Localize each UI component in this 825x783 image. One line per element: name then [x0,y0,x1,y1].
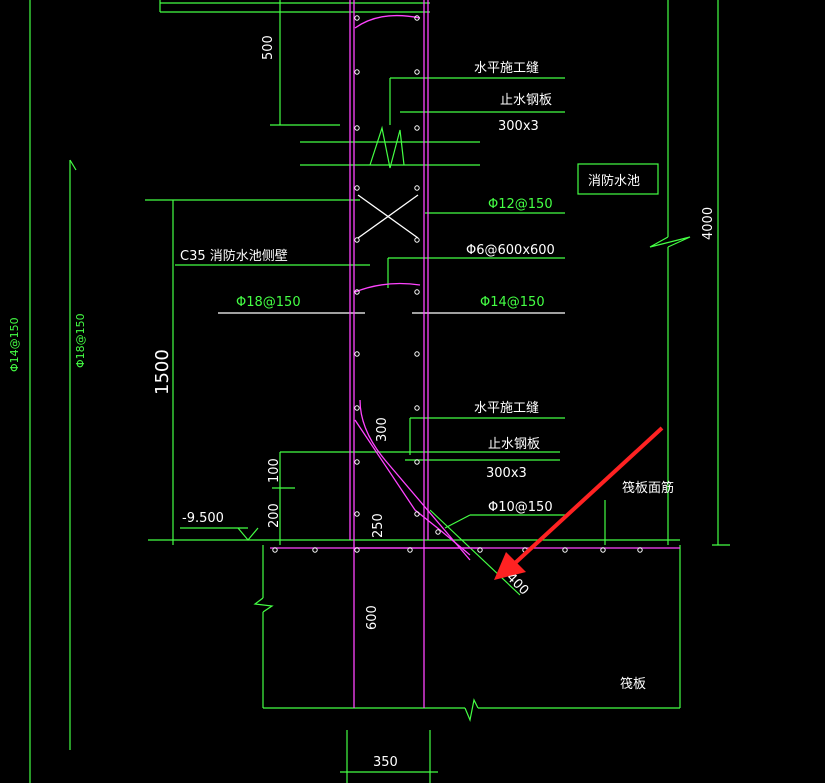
label-waterstop-bottom: 止水钢板 [488,437,540,452]
dim-600: 600 [365,605,380,630]
pointer-arrow [494,426,664,580]
label-horizontal-stirrup-bottom: 水平施工缝 [474,401,539,416]
label-raft-surface: 筏板面筋 [622,480,674,496]
label-waterstop-top: 止水钢板 [500,93,552,108]
label-bar-phi14-mid: Φ14@150 [480,295,545,310]
label-left-phi14: Φ14@150 [8,317,21,372]
label-waterstop-size-bottom: 300x3 [486,466,527,481]
label-fire-pool: 消防水池 [588,173,640,189]
label-horizontal-stirrup-top: 水平施工缝 [474,61,539,76]
dim-4000: 4000 [701,207,716,240]
dim-500: 500 [261,35,276,60]
dim-200: 200 [267,503,282,528]
dim-250: 250 [371,513,386,538]
label-bar-phi18-mid: Φ18@150 [236,295,301,310]
label-elevation: -9.500 [182,511,224,526]
label-bar-phi6: Φ6@600x600 [466,243,555,258]
label-bar-phi12: Φ12@150 [488,197,553,212]
dim-100: 100 [267,458,282,483]
label-bar-phi10: Φ10@150 [488,500,553,515]
dim-1500: 1500 [152,349,173,395]
wall-rebar [270,0,680,708]
dim-300: 300 [375,417,390,442]
label-raft: 筏板 [620,676,646,692]
rebar-dots [272,15,643,553]
label-waterstop-size-top: 300x3 [498,119,539,134]
dim-350: 350 [373,755,398,770]
label-left-phi18: Φ18@150 [74,313,87,368]
annotations: 水平施工缝 止水钢板 300x3 消防水池 Φ12@150 C35 消防水池侧壁… [8,61,674,692]
label-wall: C35 消防水池侧壁 [180,248,288,264]
dimension-lines [29,0,730,783]
dimension-values: 500 1500 4000 300 100 200 250 400 600 35… [152,35,716,770]
